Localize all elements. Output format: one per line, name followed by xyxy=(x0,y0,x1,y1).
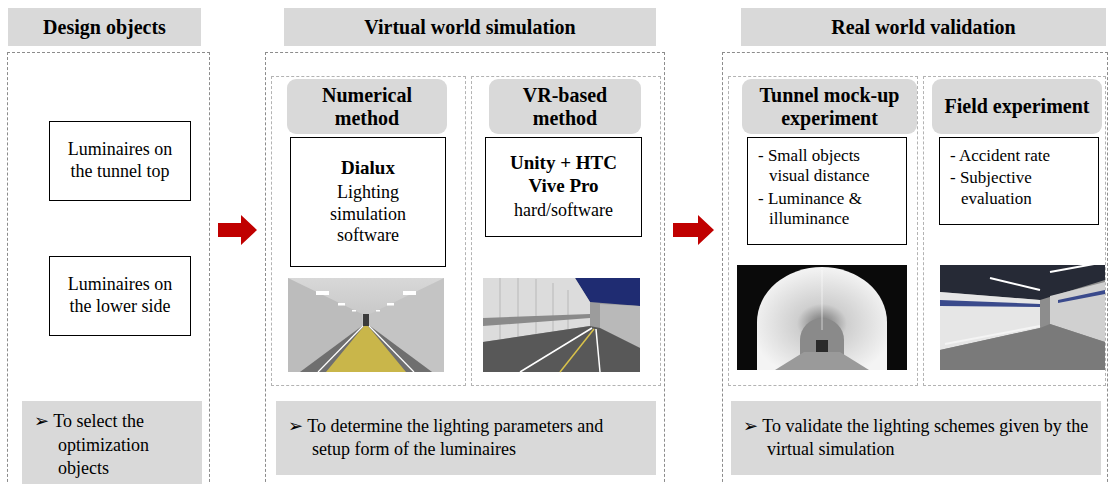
mockup-photo xyxy=(737,265,907,370)
mockup-photo xyxy=(816,340,828,354)
vr-render xyxy=(596,329,600,372)
column-panel: DialuxLighting simulation softwareNumeri… xyxy=(265,52,665,484)
panel-heading: Real world validation xyxy=(741,8,1106,46)
tool-name: Dialux xyxy=(341,157,395,180)
flow-arrow xyxy=(218,215,257,245)
dialux-render xyxy=(288,278,444,372)
content-box: - Small objects visual distance- Luminan… xyxy=(747,137,907,245)
method-tab: Tunnel mock-up experiment xyxy=(742,79,917,134)
dialux-render xyxy=(316,291,329,295)
vr-render xyxy=(483,326,640,372)
tool-name: Unity + HTC Vive Pro xyxy=(494,152,633,198)
box-text: Luminaires on the tunnel top xyxy=(58,139,182,182)
content-box: Luminaires on the tunnel top xyxy=(49,121,191,201)
dialux-render xyxy=(300,326,432,372)
method-panel: DialuxLighting simulation softwareNumeri… xyxy=(271,76,466,386)
method-panel: Unity + HTC Vive Prohard/softwareVR-base… xyxy=(471,76,661,386)
summary-band: ➢ To determine the lighting parameters a… xyxy=(276,401,656,475)
box-text: - Small objects visual distance xyxy=(758,146,898,187)
vr-render xyxy=(553,283,554,332)
method-tab: VR-based method xyxy=(489,79,641,134)
dialux-render xyxy=(369,326,414,372)
field-photo xyxy=(1050,262,1105,272)
column-panel: Luminaires on the tunnel topLuminaires o… xyxy=(7,52,210,484)
panel-heading: Virtual world simulation xyxy=(284,8,656,46)
summary-band: ➢ To select the optimization objects xyxy=(22,401,202,484)
dialux-render xyxy=(326,326,406,372)
box-text: hard/software xyxy=(514,200,613,222)
dialux-render xyxy=(387,303,394,306)
box-text: - Accident rate xyxy=(950,146,1090,166)
summary-band: ➢ To validate the lighting schemes given… xyxy=(731,401,1101,475)
dialux-render xyxy=(403,291,416,295)
content-box: - Accident rate- Subjective evaluation xyxy=(939,137,1099,225)
field-photo xyxy=(990,278,1040,290)
field-photo xyxy=(945,326,1040,344)
box-text: Lighting simulation software xyxy=(299,182,437,247)
mockup-photo xyxy=(757,267,887,370)
vr-render xyxy=(568,290,569,329)
content-box: DialuxLighting simulation software xyxy=(290,137,446,267)
flow-arrow xyxy=(673,215,714,245)
dialux-render xyxy=(318,326,363,372)
content-box: Luminaires on the lower side xyxy=(49,256,191,336)
content-box: Unity + HTC Vive Prohard/software xyxy=(485,137,642,237)
field-photo xyxy=(940,324,1105,370)
vr-render xyxy=(518,278,519,337)
dialux-render xyxy=(338,303,345,306)
field-photo xyxy=(940,262,1105,370)
method-panel: - Small objects visual distance- Luminan… xyxy=(728,76,918,386)
summary-text: ➢ To validate the lighting schemes given… xyxy=(743,415,1089,462)
dialux-render xyxy=(376,310,380,312)
method-panel: - Accident rate- Subjective evaluationFi… xyxy=(923,76,1106,386)
box-text: - Subjective evaluation xyxy=(950,168,1090,209)
method-tab: Field experiment xyxy=(932,79,1102,134)
box-text: Luminaires on the lower side xyxy=(58,274,182,317)
vr-render xyxy=(536,279,537,334)
method-tab: Numerical method xyxy=(287,79,447,134)
mockup-photo xyxy=(737,265,907,370)
vr-render xyxy=(500,278,501,339)
vr-render xyxy=(483,278,640,372)
column-panel: - Small objects visual distance- Luminan… xyxy=(722,52,1108,484)
field-photo xyxy=(1058,290,1105,303)
field-photo xyxy=(940,265,1105,370)
summary-text: ➢ To determine the lighting parameters a… xyxy=(288,415,644,462)
box-text: - Luminance & illuminance xyxy=(758,189,898,230)
dialux-render xyxy=(363,314,369,326)
dialux-render xyxy=(288,278,444,372)
mockup-photo xyxy=(775,352,869,370)
vr-render xyxy=(483,314,590,326)
panel-heading: Design objects xyxy=(8,8,201,46)
field-photo xyxy=(940,300,1040,307)
vr-render xyxy=(483,278,640,372)
vr-render xyxy=(560,329,594,372)
dialux-render xyxy=(352,310,356,312)
summary-text: ➢ To select the optimization objects xyxy=(34,410,190,480)
vr-render xyxy=(520,328,592,372)
mockup-photo xyxy=(822,270,823,330)
